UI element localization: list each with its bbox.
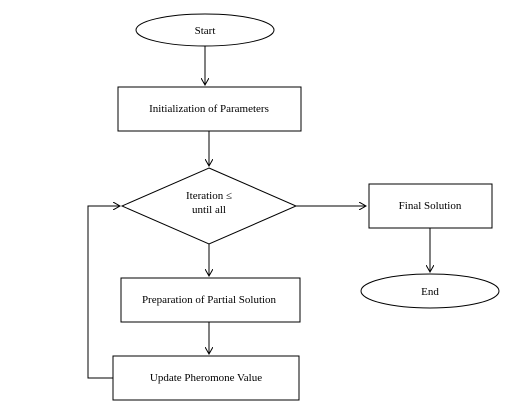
update-label: Update Pheromone Value — [150, 372, 262, 384]
end-label: End — [421, 286, 439, 298]
start-label: Start — [195, 25, 216, 37]
decision-label-line1: Iteration ≤ — [186, 190, 232, 202]
final-solution-box — [368, 183, 493, 229]
arrow-update-loop-back — [87, 206, 120, 379]
decision-label-line2: until all — [192, 204, 226, 216]
final-label: Final Solution — [399, 200, 462, 212]
init-process-box — [117, 86, 302, 132]
partial-label: Preparation of Partial Solution — [142, 294, 277, 306]
end-terminal — [360, 273, 500, 309]
update-pheromone-box — [112, 355, 300, 401]
partial-solution-box — [120, 277, 301, 323]
init-label: Initialization of Parameters — [149, 103, 269, 115]
